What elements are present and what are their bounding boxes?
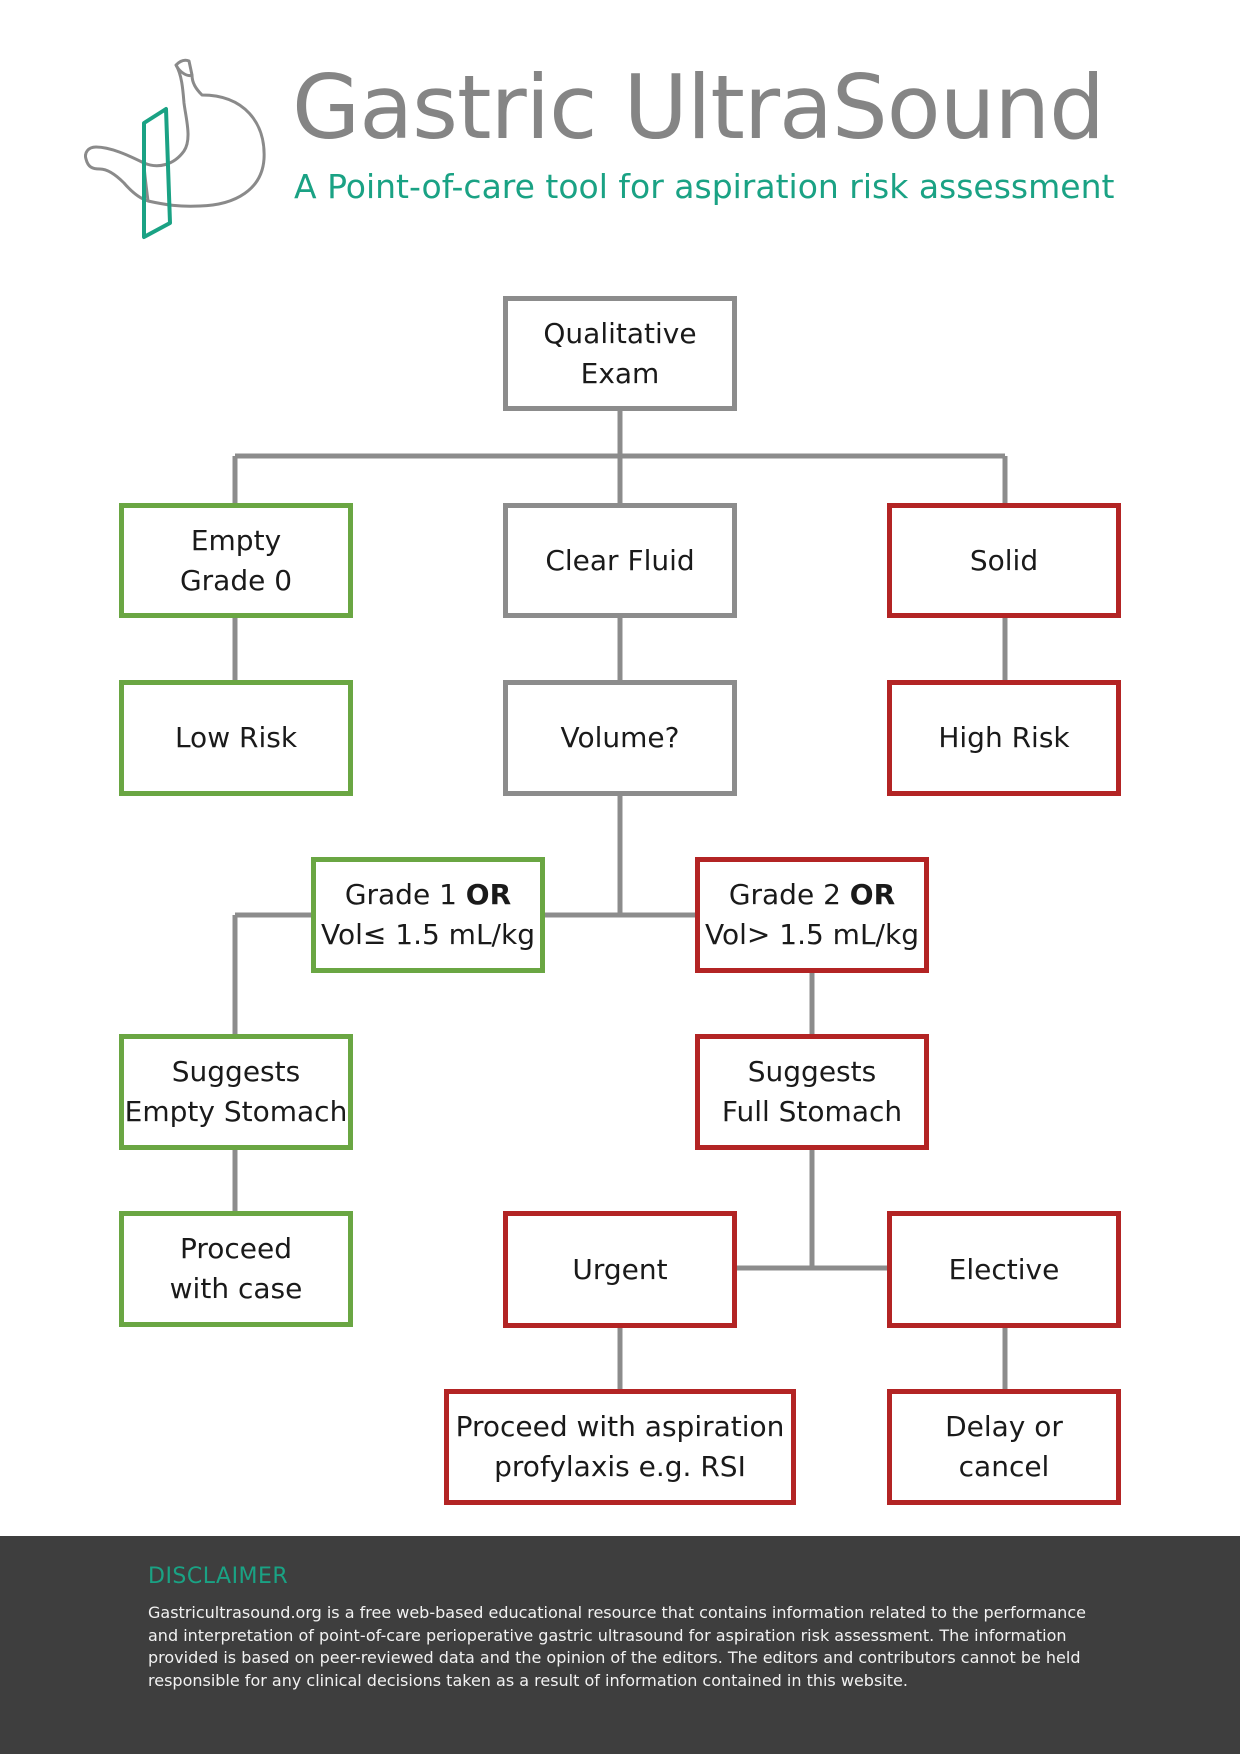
flowchart-connectors <box>232 409 1008 1391</box>
suggests-empty-label: Suggests Empty Stomach <box>124 1055 348 1128</box>
qualitative-exam-node: Qualitative Exam <box>503 296 737 411</box>
grade1-text: Grade 1 <box>344 878 466 911</box>
proceed-case-node: Proceed with case <box>119 1211 353 1327</box>
footer-disclaimer: DISCLAIMER Gastricultrasound.org is a fr… <box>0 1536 1240 1754</box>
header: Gastric UltraSound A Point-of-care tool … <box>0 0 1240 260</box>
proceed-aspiration-label: Proceed with aspiration profylaxis e.g. … <box>455 1410 785 1483</box>
elective-label: Elective <box>948 1252 1060 1286</box>
disclaimer-text: Gastricultrasound.org is a free web-base… <box>148 1603 1086 1690</box>
clear-fluid-label: Clear Fluid <box>545 543 695 577</box>
grade1-or: OR <box>465 878 512 911</box>
high-risk-node: High Risk <box>887 680 1121 796</box>
grade0-label: Grade 0 <box>179 563 293 597</box>
elective-node: Elective <box>887 1211 1121 1328</box>
grade1-label: Grade 1 OR Vol≤ 1.5 mL/kg <box>321 875 535 955</box>
clear-fluid-node: Clear Fluid <box>503 503 737 618</box>
qualitative-exam-label: Qualitative Exam <box>543 316 697 390</box>
app-title: Gastric UltraSound <box>292 56 1105 159</box>
urgent-node: Urgent <box>503 1211 737 1328</box>
grade2-volume: Vol> 1.5 mL/kg <box>705 918 919 951</box>
grade1-volume: Vol≤ 1.5 mL/kg <box>321 918 535 951</box>
low-risk-node: Low Risk <box>119 680 353 796</box>
solid-label: Solid <box>969 543 1039 577</box>
suggests-full-label: Suggests Full Stomach <box>721 1055 903 1128</box>
solid-node: Solid <box>887 503 1121 618</box>
grade2-text: Grade 2 <box>728 878 850 911</box>
volume-node: Volume? <box>503 680 737 796</box>
suggests-empty-node: Suggests Empty Stomach <box>119 1034 353 1150</box>
grade2-node: Grade 2 OR Vol> 1.5 mL/kg <box>695 857 929 973</box>
app-subtitle: A Point-of-care tool for aspiration risk… <box>294 167 1115 206</box>
proceed-case-label: Proceed with case <box>169 1232 303 1305</box>
disclaimer-title: DISCLAIMER <box>148 1564 289 1589</box>
volume-label: Volume? <box>560 721 680 754</box>
urgent-label: Urgent <box>572 1252 668 1286</box>
grade1-node: Grade 1 OR Vol≤ 1.5 mL/kg <box>311 857 545 973</box>
grade2-or: OR <box>849 878 896 911</box>
high-risk-label: High Risk <box>938 721 1070 754</box>
empty-label: Empty <box>190 523 282 557</box>
delay-cancel-node: Delay or cancel <box>887 1389 1121 1505</box>
grade2-label: Grade 2 OR Vol> 1.5 mL/kg <box>705 875 919 955</box>
suggests-full-node: Suggests Full Stomach <box>695 1034 929 1150</box>
proceed-aspiration-node: Proceed with aspiration profylaxis e.g. … <box>444 1389 796 1505</box>
stomach-with-probe-icon <box>84 58 266 239</box>
delay-cancel-label: Delay or cancel <box>945 1410 1063 1483</box>
low-risk-label: Low Risk <box>174 721 298 754</box>
